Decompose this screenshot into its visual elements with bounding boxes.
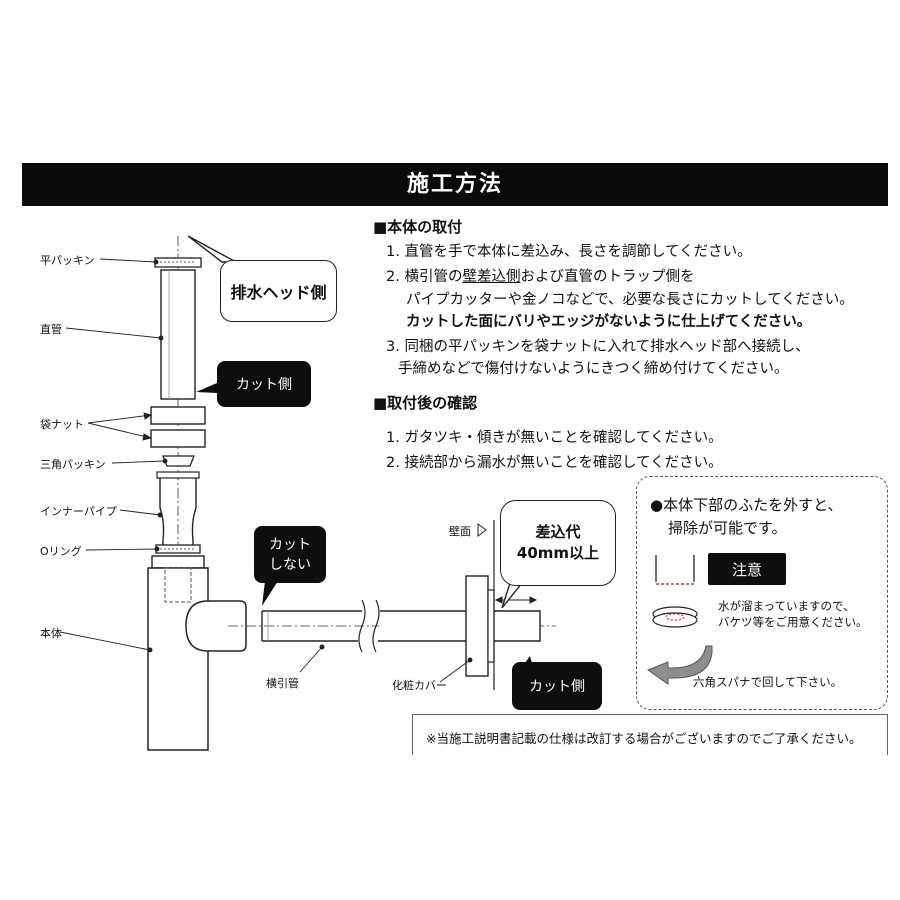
install-heading: ■本体の取付	[373, 218, 463, 236]
install-step-2-line2: パイプカッターや金ノコなどで、必要な長さにカットしてください。	[406, 292, 854, 308]
install-step-2-warning: カットした面にバリやエッジがないように仕上げてください。	[406, 314, 812, 330]
install-step-2-underlined: 壁差込側	[462, 269, 521, 285]
check-step-1: 1. ガタツキ・傾きが無いことを確認してください。	[386, 430, 723, 446]
label-bag-nut: 袋ナット	[40, 418, 84, 431]
caution-badge: 注意	[708, 553, 786, 585]
insertion-line2: 40mm以上	[516, 544, 600, 562]
label-horizontal-pipe: 横引管	[266, 677, 299, 690]
bubble-cut-side-2: カット側	[512, 662, 602, 710]
bubble-drain-head-side: 排水ヘッド側	[220, 260, 337, 322]
water-warning-line2: バケツ等をご用意ください。	[718, 615, 868, 629]
label-inner-pipe: インナーパイプ	[40, 505, 117, 518]
label-flat-packing: 平パッキン	[40, 254, 95, 267]
page-title: 施工方法	[22, 163, 888, 206]
hex-wrench-note: 六角スパナで回して下さい。	[693, 675, 843, 689]
install-step-3-line2: 手締めなどで傷付けないようにきつく締め付けてください。	[398, 361, 789, 377]
label-triangle-packing: 三角パッキン	[40, 458, 106, 471]
cleaning-info-line2: 掃除が可能です。	[668, 519, 787, 537]
cleaning-info-panel	[636, 476, 888, 710]
bubble-insertion-length: 差込代 40mm以上	[500, 500, 616, 586]
label-body: 本体	[40, 627, 62, 640]
no-cut-line1: カット	[269, 536, 311, 553]
install-step-2-post: および直管のトラップ側を	[520, 269, 695, 285]
install-step-1: 1. 直管を手で本体に差込み、長さを調節してください。	[386, 244, 752, 260]
bubble-cut-side: カット側	[217, 361, 311, 407]
label-straight-pipe: 直管	[40, 323, 62, 336]
check-heading: ■取付後の確認	[373, 394, 478, 412]
footer-note: ※当施工説明書記載の仕様は改訂する場合がございますのでご了承ください。	[426, 731, 862, 746]
cleaning-info-line1: ●本体下部のふたを外すと、	[650, 496, 843, 514]
check-step-2: 2. 接続部から漏水が無いことを確認してください。	[386, 455, 723, 471]
label-o-ring: Oリング	[40, 545, 82, 558]
insertion-line1: 差込代	[535, 523, 581, 541]
install-step-3: 3. 同梱の平パッキンを袋ナットに入れて排水ヘッド部へ接続し、	[386, 339, 810, 355]
install-step-2-pre: 2. 横引管の	[386, 269, 463, 285]
footer-note-box	[412, 714, 888, 755]
label-cover: 化粧カバー	[392, 679, 447, 692]
install-step-2: 2. 横引管の壁差込側および直管のトラップ側を	[386, 265, 694, 286]
bubble-no-cut: カット しない	[254, 526, 326, 583]
water-warning-line1: 水が溜まっていますので、	[718, 599, 855, 613]
no-cut-line2: しない	[269, 556, 311, 573]
label-wall: 壁面	[449, 525, 471, 538]
